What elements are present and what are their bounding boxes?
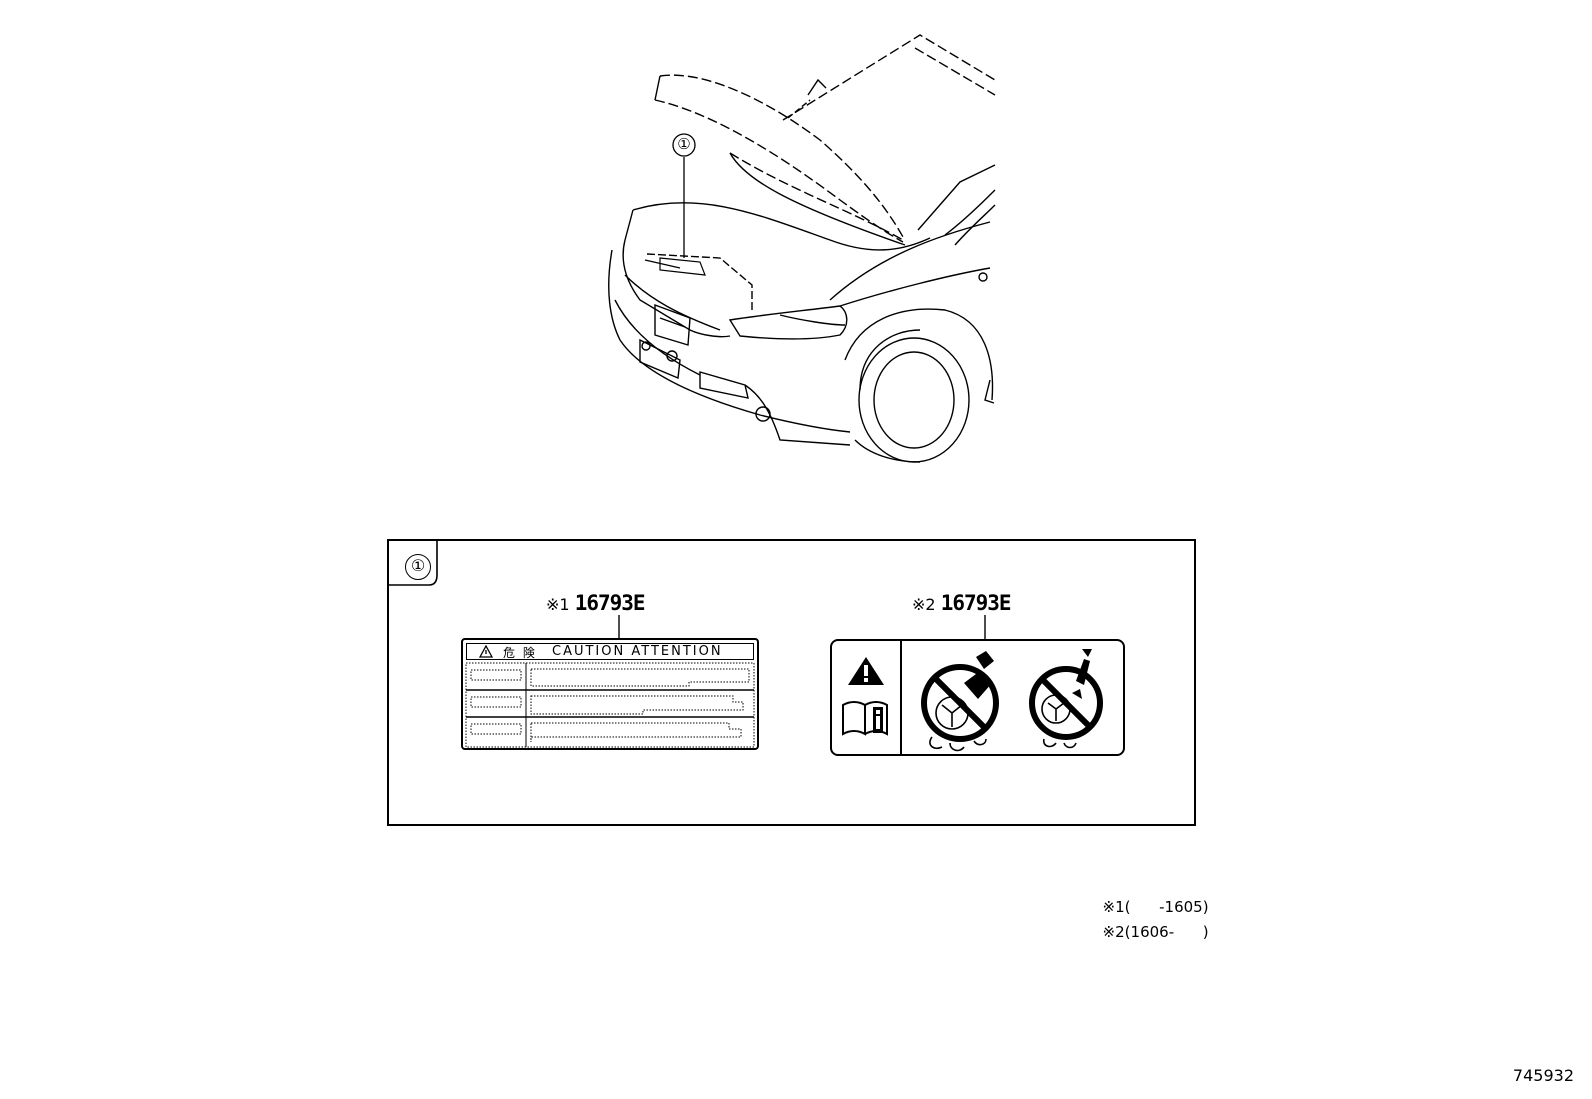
part-marker-1: ※1 bbox=[546, 595, 570, 614]
caution-label-sticker: 危 険 CAUTION ATTENTION bbox=[461, 638, 759, 750]
no-hand-fan-icon bbox=[921, 651, 999, 752]
label-detail-panel: ① ※1 16793E 危 険 CAUTION ATTENTION bbox=[387, 539, 1196, 826]
part-number-2: 16793E bbox=[940, 591, 1012, 615]
part-1-leader bbox=[618, 615, 620, 639]
pictogram-divider bbox=[900, 641, 902, 754]
caution-header-text: CAUTION ATTENTION bbox=[552, 644, 723, 659]
part-number-1: 16793E bbox=[574, 591, 646, 615]
caution-triangle-icon bbox=[479, 645, 493, 658]
manual-info-icon bbox=[842, 701, 888, 736]
footnote-2-range: (1606- ) bbox=[1124, 923, 1209, 941]
footnote-1-range: ( -1605) bbox=[1124, 898, 1209, 916]
footnote-2-marker: ※2 bbox=[1102, 923, 1125, 941]
car-callout-number: ① bbox=[677, 135, 691, 153]
no-tool-fan-icon bbox=[1029, 649, 1103, 749]
caution-label-rows bbox=[465, 662, 755, 748]
diagram-id: 745932 bbox=[1512, 1066, 1574, 1085]
caution-label-header: 危 険 CAUTION ATTENTION bbox=[466, 643, 754, 660]
footnote-1-marker: ※1 bbox=[1102, 898, 1125, 916]
footnote-1: ※1( -1605) bbox=[1093, 880, 1209, 916]
footnote-2: ※2(1606- ) bbox=[1093, 905, 1209, 941]
part-label-1: ※1 16793E bbox=[546, 591, 646, 615]
caution-header-symbols: 危 険 bbox=[503, 646, 537, 660]
part-marker-2: ※2 bbox=[912, 595, 936, 614]
detail-tab-corner bbox=[387, 539, 438, 586]
part-label-2: ※2 16793E bbox=[912, 591, 1012, 615]
warning-triangle-icon bbox=[848, 657, 884, 685]
pictogram-label-sticker bbox=[830, 639, 1125, 756]
detail-tab-number: ① bbox=[405, 554, 431, 580]
part-2-leader bbox=[984, 615, 986, 641]
